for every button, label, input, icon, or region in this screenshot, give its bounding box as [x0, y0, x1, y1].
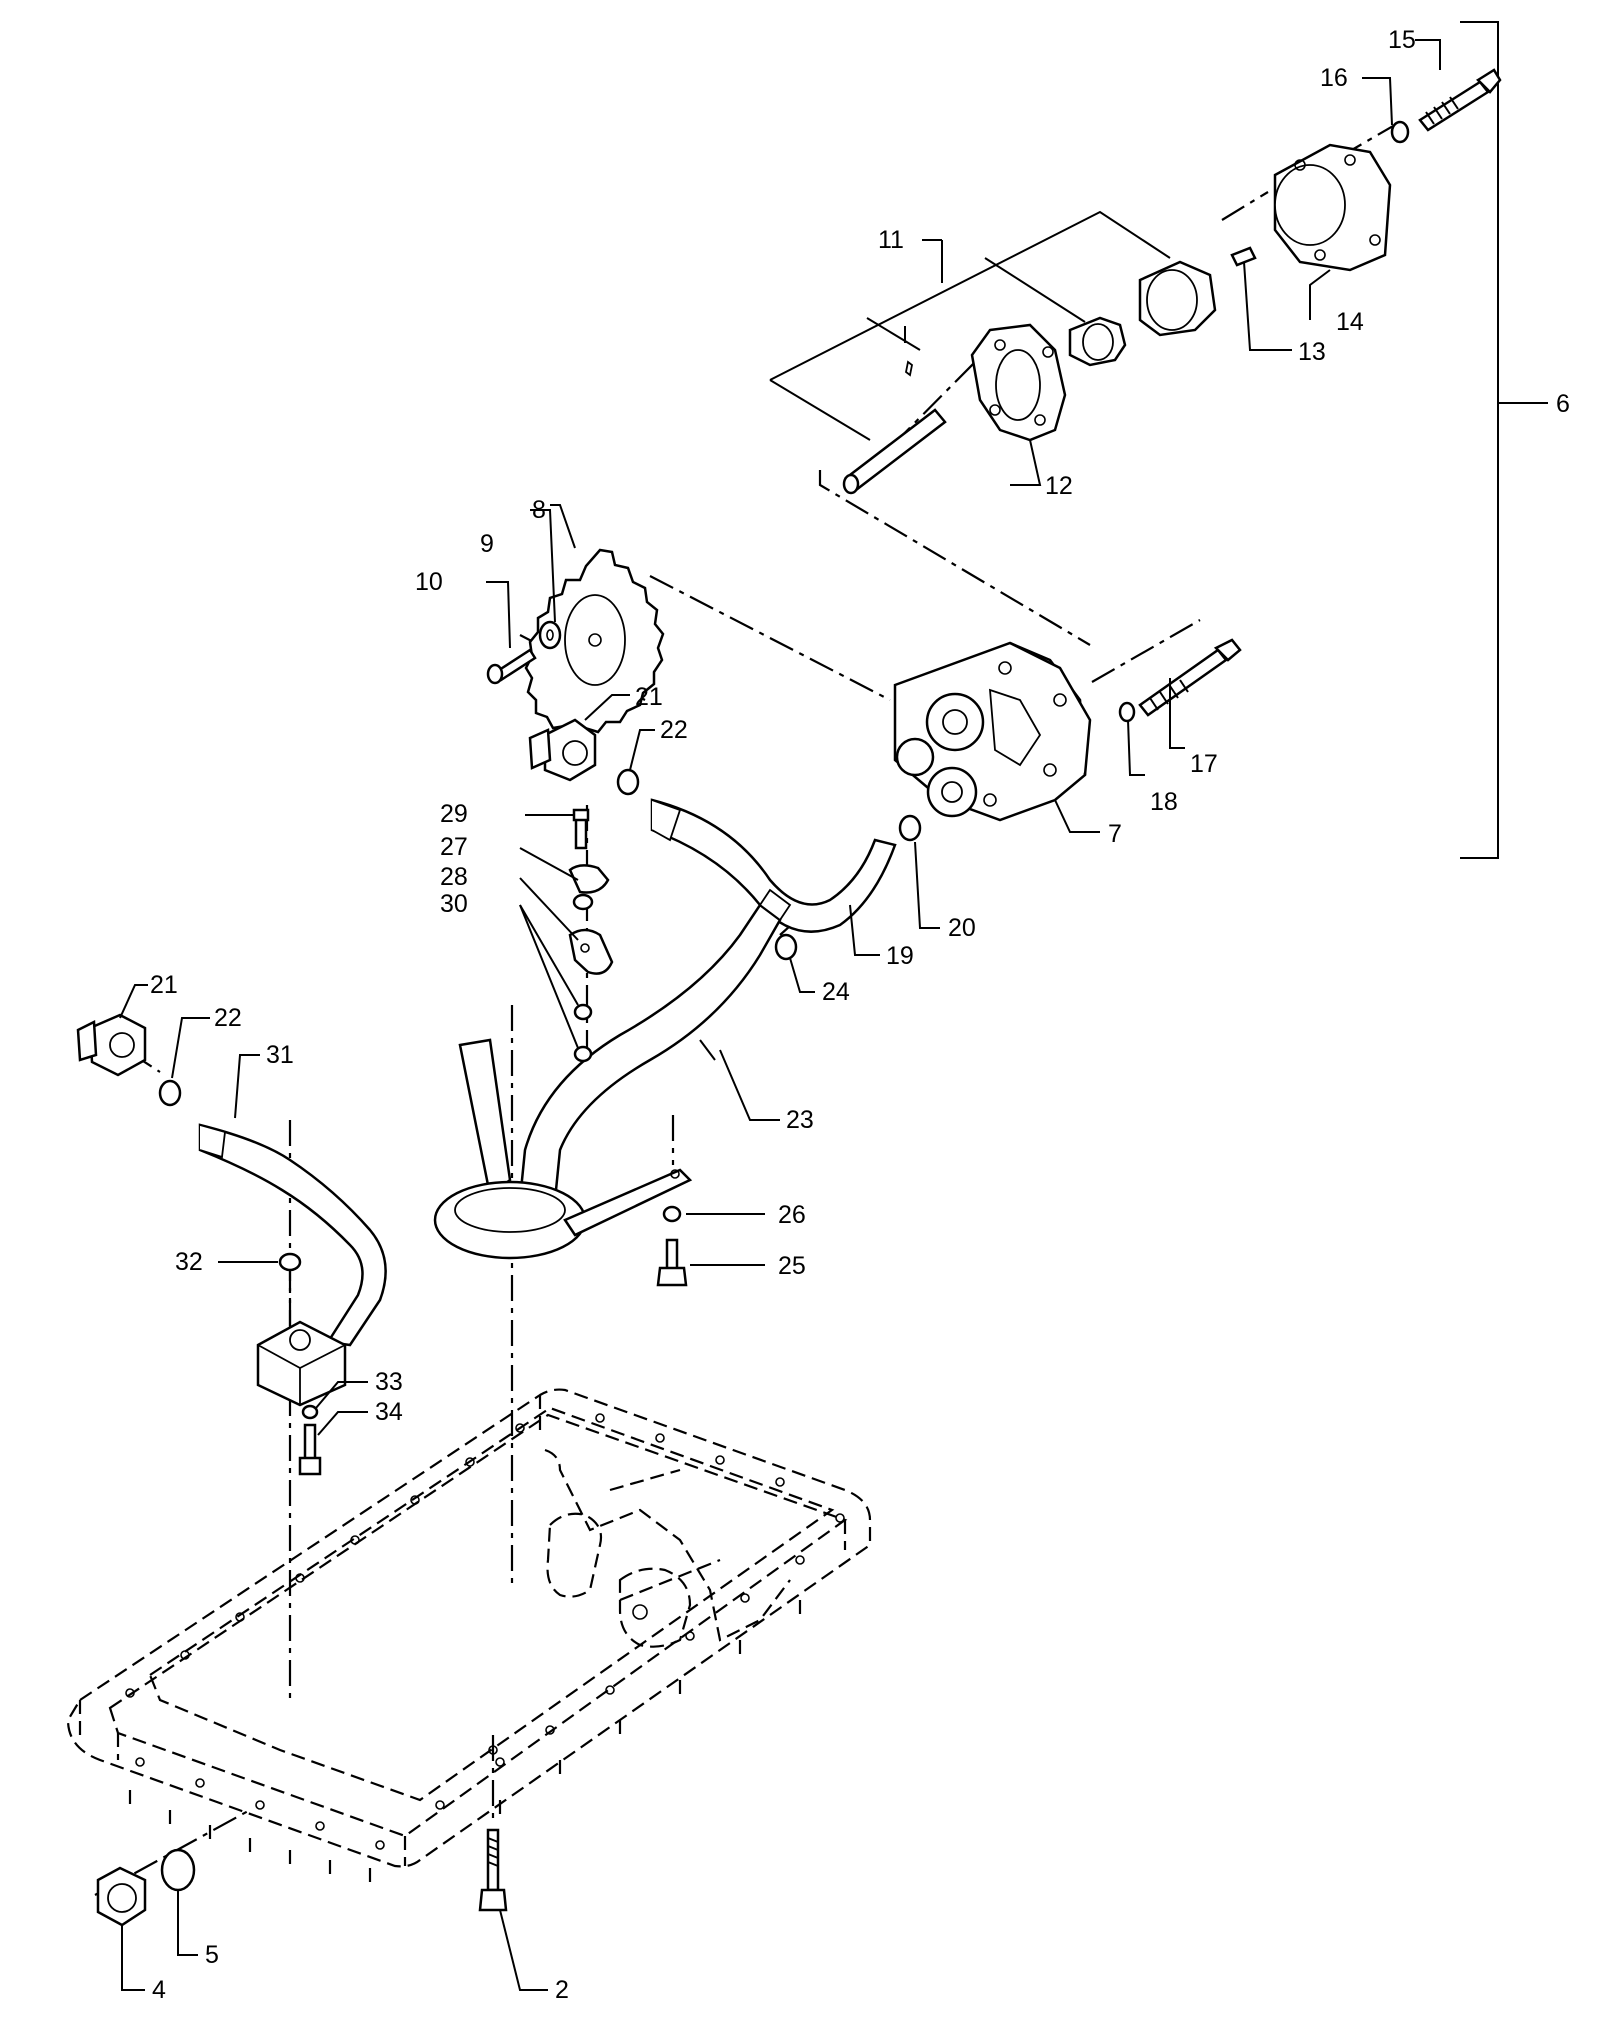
- o-ring-22-lower: [158, 1079, 182, 1107]
- tube-31: [198, 1123, 387, 1347]
- callout-11: 11: [878, 226, 904, 254]
- callout-12: 12: [1045, 472, 1073, 500]
- fitting-21-upper: [528, 718, 597, 782]
- callout-15: 15: [1388, 26, 1416, 54]
- callout-28: 28: [440, 863, 468, 891]
- pump-cover-12: [970, 323, 1067, 442]
- callout-4: 4: [152, 1976, 166, 2004]
- assembly-bracket-6: [1460, 21, 1548, 859]
- callout-18: 18: [1150, 788, 1178, 816]
- washer-5: [160, 1848, 196, 1892]
- callout-32: 32: [175, 1248, 203, 1276]
- callout-2: 2: [555, 1976, 569, 2004]
- callout-16: 16: [1320, 64, 1348, 92]
- pin-13: [1230, 246, 1257, 267]
- bolt-15: [1418, 68, 1502, 132]
- callout-9: 9: [480, 530, 494, 558]
- o-ring-32: [278, 1252, 302, 1272]
- washer-9: [538, 620, 562, 650]
- pump-shaft: [842, 360, 947, 495]
- tube-19: [650, 798, 897, 933]
- callout-22-lower: 22: [214, 1004, 242, 1032]
- callout-29: 29: [440, 800, 468, 828]
- o-ring-20: [898, 814, 922, 842]
- callout-17: 17: [1190, 750, 1218, 778]
- bolt-2: [478, 1828, 508, 1912]
- callout-6: 6: [1556, 390, 1570, 418]
- o-ring-24: [774, 933, 798, 961]
- callout-14: 14: [1336, 308, 1364, 336]
- callout-21-upper: 21: [635, 683, 663, 711]
- rotor-kit-bracket-11: [769, 210, 1171, 441]
- callout-27: 27: [440, 833, 468, 861]
- outer-rotor: [1138, 260, 1217, 337]
- callout-labels: 15 16 11 14 13 6 12 8 9 10 21 22 17 18 7…: [150, 26, 1570, 2004]
- pan-bolt-holes: [125, 1413, 845, 1850]
- adapter-block: [256, 1320, 347, 1407]
- clamp-28: [568, 928, 614, 975]
- callout-20: 20: [948, 914, 976, 942]
- callout-31: 31: [266, 1041, 294, 1069]
- tube-23-strainer: [433, 888, 792, 1260]
- washer-26: [662, 1205, 682, 1223]
- drain-plug-4: [96, 1866, 147, 1927]
- callout-5: 5: [205, 1941, 219, 1969]
- callout-10: 10: [415, 568, 443, 596]
- callout-25: 25: [778, 1252, 806, 1280]
- inner-rotor: [1068, 316, 1127, 367]
- callout-19: 19: [886, 942, 914, 970]
- callout-22-upper: 22: [660, 716, 688, 744]
- washer-18: [1118, 701, 1136, 723]
- bolt-25: [656, 1238, 688, 1287]
- clamp-27: [568, 864, 610, 911]
- washer-33: [301, 1404, 319, 1420]
- callout-13: 13: [1298, 338, 1326, 366]
- washer-16: [1390, 120, 1410, 144]
- callout-24: 24: [822, 978, 850, 1006]
- leader-lines: [119, 39, 1441, 1991]
- pump-body-7: [893, 641, 1092, 822]
- nuts-30: [573, 1003, 593, 1063]
- oil-pan: [66, 1388, 872, 1888]
- fitting-21-lower: [76, 1013, 147, 1077]
- assembly-centerlines: [91, 121, 1401, 1896]
- bolt-17: [1138, 638, 1242, 717]
- callout-21-lower: 21: [150, 971, 178, 999]
- callout-26: 26: [778, 1201, 806, 1229]
- screw-10: [486, 648, 537, 685]
- bolt-34: [298, 1423, 322, 1476]
- callout-34: 34: [375, 1398, 403, 1426]
- callout-8: 8: [532, 496, 546, 524]
- callout-23: 23: [786, 1106, 814, 1134]
- callout-33: 33: [375, 1368, 403, 1396]
- bolt-29: [572, 808, 590, 850]
- o-ring-22-upper: [616, 768, 640, 796]
- callout-30: 30: [440, 890, 468, 918]
- callout-7: 7: [1108, 820, 1122, 848]
- housing-14: [1273, 143, 1392, 272]
